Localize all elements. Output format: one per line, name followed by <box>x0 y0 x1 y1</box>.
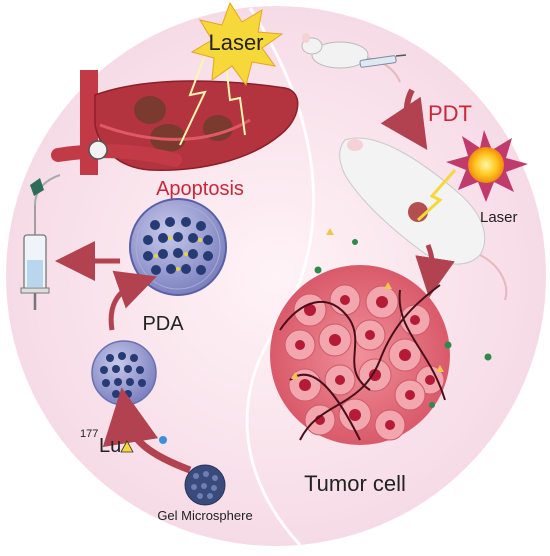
syringe-left <box>20 174 61 310</box>
laser-label-top: Laser <box>208 30 263 55</box>
tumor-cell-label: Tumor cell <box>304 471 406 496</box>
portal-vein <box>51 144 182 167</box>
lu-particle <box>159 436 167 444</box>
tumor-cluster <box>270 265 450 445</box>
laser-beam <box>416 169 457 222</box>
liver-illustration <box>51 54 299 175</box>
arrow-to-pdt <box>380 88 428 150</box>
mouse-top <box>301 33 407 83</box>
particles <box>291 228 492 408</box>
apoptosis-label: Apoptosis <box>156 178 244 200</box>
lu-label: Lu <box>99 435 121 457</box>
arrow-to-loaded <box>102 387 192 474</box>
mouse-large <box>339 137 508 301</box>
laser-label-right: Laser <box>480 209 518 226</box>
liver-tumor-1 <box>134 96 166 124</box>
lightning <box>179 54 207 146</box>
gel-microsphere <box>184 464 226 506</box>
vessel-cross-section <box>88 140 108 160</box>
lightning <box>224 54 246 136</box>
loaded-microsphere <box>91 340 157 406</box>
laser-burst-top <box>190 1 284 87</box>
radiation-symbol <box>120 440 134 453</box>
laser-burst-right <box>446 130 528 202</box>
pda-microsphere <box>129 198 227 296</box>
lu-superscript: 177 <box>80 428 98 440</box>
pdt-label: PDT <box>428 101 472 126</box>
liver-vessel <box>99 118 251 141</box>
arrow-to-pda <box>108 270 157 331</box>
gel-microsphere-label: Gel Microsphere <box>157 508 252 523</box>
arrow-to-tumor <box>415 244 455 298</box>
pda-label: PDA <box>142 313 184 335</box>
radioactive-dots <box>143 217 213 275</box>
